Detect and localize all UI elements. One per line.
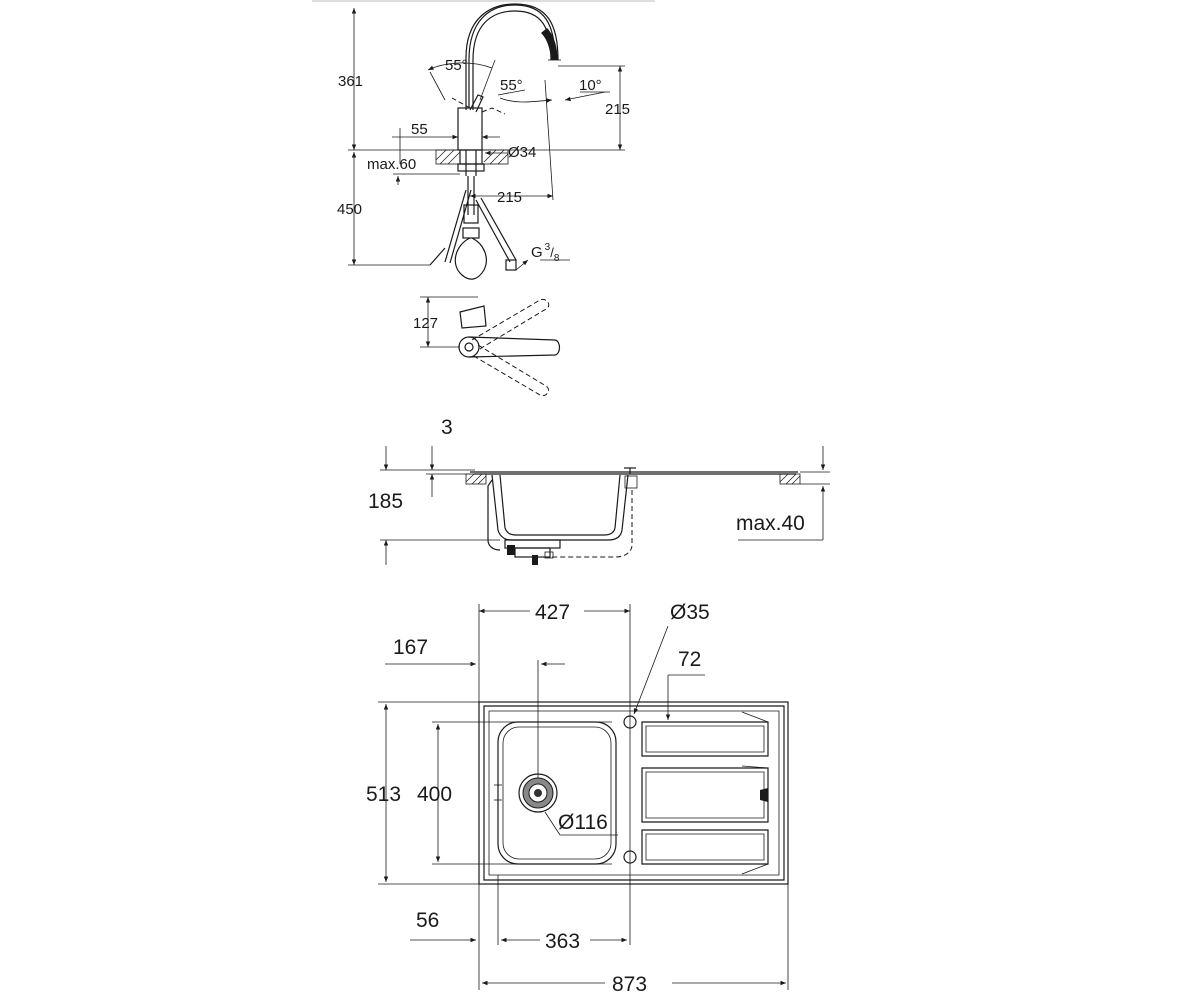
label-3: 3 (441, 416, 453, 439)
label-185: 185 (368, 490, 403, 513)
label-diameter-34: Ø34 (508, 144, 536, 161)
label-72: 72 (678, 648, 701, 671)
label-max-60: max.60 (367, 156, 416, 173)
label-max-40: max.40 (736, 512, 805, 535)
label-angle-55-b: 55° (500, 77, 523, 94)
label-450: 450 (337, 201, 362, 218)
label-215-horizontal: 215 (497, 189, 522, 206)
label-427: 427 (535, 601, 570, 624)
label-angle-55-a: 55° (445, 57, 468, 74)
label-400: 400 (417, 783, 452, 806)
counter-hatch (435, 149, 509, 165)
label-127: 127 (413, 315, 438, 332)
label-diameter-35: Ø35 (670, 601, 710, 624)
sink-side-section (380, 446, 830, 565)
sink-top-view (378, 604, 789, 990)
label-513: 513 (366, 783, 401, 806)
label-361: 361 (338, 73, 363, 90)
faucet-side-view (312, 0, 655, 397)
label-215-vertical: 215 (605, 101, 630, 118)
label-angle-10: 10° (579, 77, 602, 94)
label-diameter-116: Ø116 (558, 811, 608, 834)
label-873: 873 (612, 973, 647, 996)
label-56: 56 (416, 909, 439, 932)
label-55: 55 (411, 121, 428, 138)
label-167: 167 (393, 636, 428, 659)
label-363: 363 (545, 930, 580, 953)
